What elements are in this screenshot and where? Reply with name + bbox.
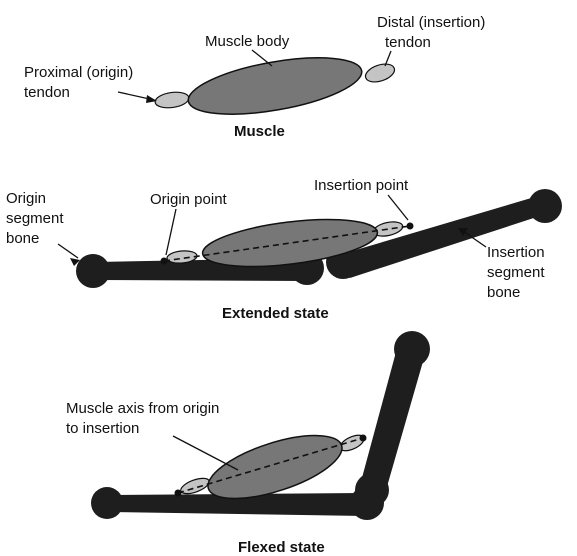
origin-bone-leader <box>58 244 78 258</box>
muscle-body-shape <box>184 47 366 125</box>
insertion-point-marker <box>407 223 414 230</box>
flexed-origin-point-marker <box>175 490 182 497</box>
origin-point-marker <box>161 258 168 265</box>
flexed-insertion-bone-proximal-end <box>355 473 389 507</box>
distal-tendon <box>363 61 396 85</box>
origin-bone-proximal-end <box>76 254 110 288</box>
origin-bone-label-line2: segment <box>6 210 64 227</box>
extended-state-caption: Extended state <box>222 305 329 322</box>
insertion-bone-distal-end <box>528 189 562 223</box>
origin-point-label: Origin point <box>150 191 228 208</box>
flexed-state-caption: Flexed state <box>238 539 325 556</box>
proximal-tendon <box>154 90 190 110</box>
muscle-caption: Muscle <box>234 123 285 140</box>
origin-point-leader <box>166 209 176 255</box>
insertion-bone-label-line3: bone <box>487 284 520 301</box>
insertion-point-label: Insertion point <box>314 177 409 194</box>
distal-tendon-label-line2: tendon <box>385 34 431 51</box>
proximal-tendon-label-line1: Proximal (origin) <box>24 64 133 81</box>
distal-tendon-label-line1: Distal (insertion) <box>377 14 485 31</box>
proximal-tendon-label-line2: tendon <box>24 84 70 101</box>
muscle-axis-label-line2: to insertion <box>66 420 139 437</box>
flexed-insertion-bone-distal-end <box>394 331 430 367</box>
flexed-insertion-point-marker <box>360 435 367 442</box>
origin-bone-label-line1: Origin <box>6 190 46 207</box>
muscle-panel: Muscle body Distal (insertion) tendon Pr… <box>24 14 485 140</box>
muscle-body-label: Muscle body <box>205 33 290 50</box>
insertion-point-leader <box>388 195 408 220</box>
insertion-bone-label-line2: segment <box>487 264 545 281</box>
insertion-bone-label-line1: Insertion <box>487 244 545 261</box>
flexed-origin-bone-proximal-end <box>91 487 123 519</box>
muscle-axis-label-line1: Muscle axis from origin <box>66 400 219 417</box>
extended-state-panel: Origin segment bone Origin point Inserti… <box>6 177 562 322</box>
flexed-state-panel: Muscle axis from origin to insertion Fle… <box>66 331 430 556</box>
muscle-axis-leader <box>173 436 238 470</box>
flexed-proximal-tendon <box>179 475 211 497</box>
origin-bone-label-line3: bone <box>6 230 39 247</box>
